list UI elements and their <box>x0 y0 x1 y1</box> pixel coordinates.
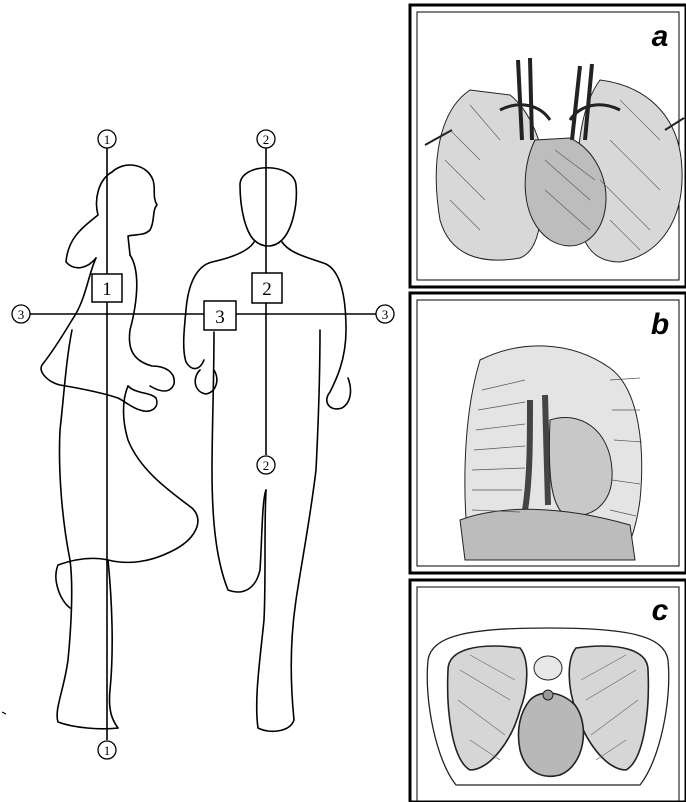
stray-mark <box>2 712 6 714</box>
panel-a-letter: a <box>652 20 669 53</box>
marker-sagittal-bottom: 1 <box>98 741 116 759</box>
panel-b: b <box>410 293 686 573</box>
marker-sagittal-top: 1 <box>98 130 116 148</box>
mediastinum-sagittal-illustration <box>460 346 642 560</box>
marker-transverse-left: 3 <box>12 305 30 323</box>
box-label-transverse: 3 <box>204 301 236 330</box>
svg-text:3: 3 <box>382 307 389 322</box>
svg-text:2: 2 <box>263 458 270 473</box>
marker-frontal-top: 2 <box>257 130 275 148</box>
svg-text:1: 1 <box>102 279 112 300</box>
panel-c-letter: c <box>652 594 669 627</box>
woman-runner-silhouette <box>41 165 198 729</box>
svg-text:3: 3 <box>18 307 25 322</box>
plane-lines <box>30 148 376 740</box>
svg-text:2: 2 <box>263 132 270 147</box>
panel-c: c <box>410 580 686 802</box>
thorax-transverse-section-illustration <box>427 628 669 785</box>
panel-a: a <box>410 5 686 287</box>
panel-b-letter: b <box>651 308 669 341</box>
svg-text:1: 1 <box>104 132 111 147</box>
marker-transverse-right: 3 <box>376 305 394 323</box>
marker-frontal-bottom: 2 <box>257 456 275 474</box>
box-label-frontal: 2 <box>252 273 282 303</box>
svg-text:1: 1 <box>104 743 111 758</box>
man-runner-silhouette <box>184 168 351 732</box>
svg-text:2: 2 <box>262 279 272 300</box>
svg-text:3: 3 <box>215 307 225 328</box>
box-label-sagittal: 1 <box>92 274 122 302</box>
